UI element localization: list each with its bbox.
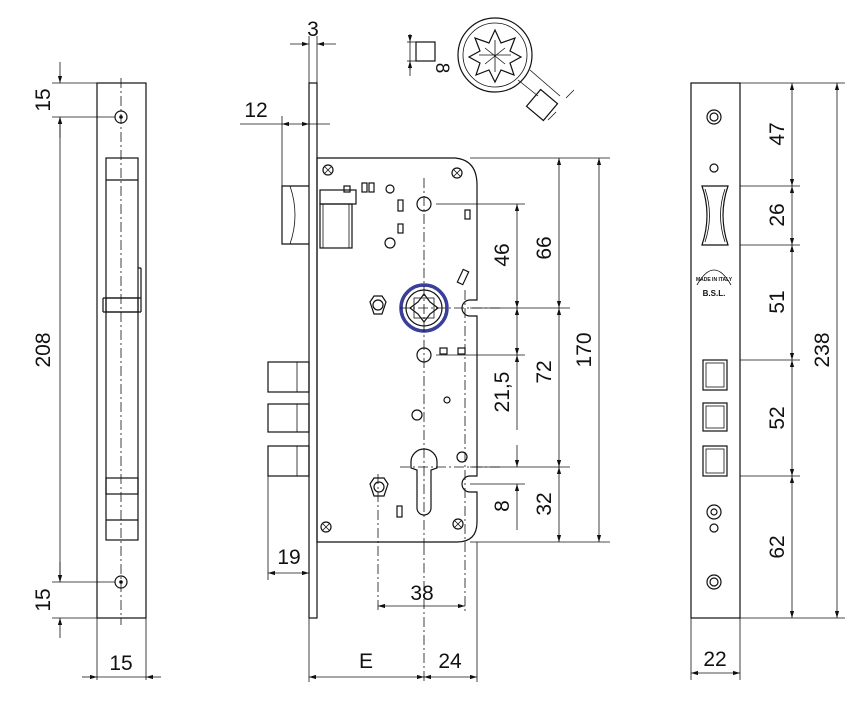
dim-latch-projection: 12 [244,99,267,122]
dim-cylinder-offset: 8 [491,500,514,512]
deadbolt-3 [267,445,310,477]
dim-case-height: 170 [573,332,596,367]
dim-bolt-projection: 19 [277,546,300,569]
lock-case [316,157,478,543]
spindle-hub [457,17,533,93]
dim-side-width: 15 [109,652,132,675]
dim-side-bottom-offset: 15 [32,588,55,611]
dim-side-height: 208 [32,332,55,367]
faceplate-outline [690,82,741,619]
dim-faceplate-thickness: 3 [307,18,319,41]
dim-faceplate-seg-2: 26 [766,203,789,226]
latch-opening [701,185,729,246]
deadbolt-2 [267,403,310,433]
dim-faceplate-seg-4: 52 [766,406,789,429]
cylinder-cutout [410,448,438,516]
dim-cylinder-to-edge: 24 [438,650,462,673]
side-view: 15 208 15 15 [32,62,161,680]
spindle-star [467,28,523,84]
side-faceplate [96,82,147,619]
bolt-opening-1 [702,359,728,391]
dim-faceplate-total: 238 [811,332,834,367]
svg-text:MADE IN ITALY: MADE IN ITALY [696,277,733,283]
dim-faceplate-seg-5: 62 [766,535,789,558]
dim-follower-to-top: 46 [491,243,514,266]
latch-bolt [281,185,309,245]
front-view: 46 66 170 72 21,5 8 32 3 12 19 38 E 24 [240,18,610,682]
dim-side-top-offset: 15 [32,88,55,111]
dim-cylinder-to-bottom: 32 [533,492,556,515]
dim-faceplate-seg-3: 51 [766,290,789,313]
spindle-detail: 8 [407,17,575,122]
dim-faceplate-seg-1: 47 [766,122,789,145]
dim-backset: E [359,650,373,673]
dim-top-to-follower: 66 [533,236,556,259]
deadbolt-1 [267,361,310,393]
svg-text:B.S.L.: B.S.L. [703,289,726,298]
dim-spindle-size: 8 [431,63,452,74]
dim-hole-spacing: 38 [410,582,433,605]
faceplate-view: MADE IN ITALY B.S.L. 47 26 51 52 62 238 [690,82,845,680]
front-faceplate [308,82,318,619]
bolt-opening-3 [702,445,728,477]
dim-follower-to-cylinder: 72 [533,360,556,383]
dim-follower-to-pin: 21,5 [491,372,514,413]
case-screw [320,164,464,533]
dim-faceplate-width: 22 [703,648,726,671]
bolt-opening-2 [702,402,728,432]
manufacturer-logo: MADE IN ITALY B.S.L. [696,269,733,298]
